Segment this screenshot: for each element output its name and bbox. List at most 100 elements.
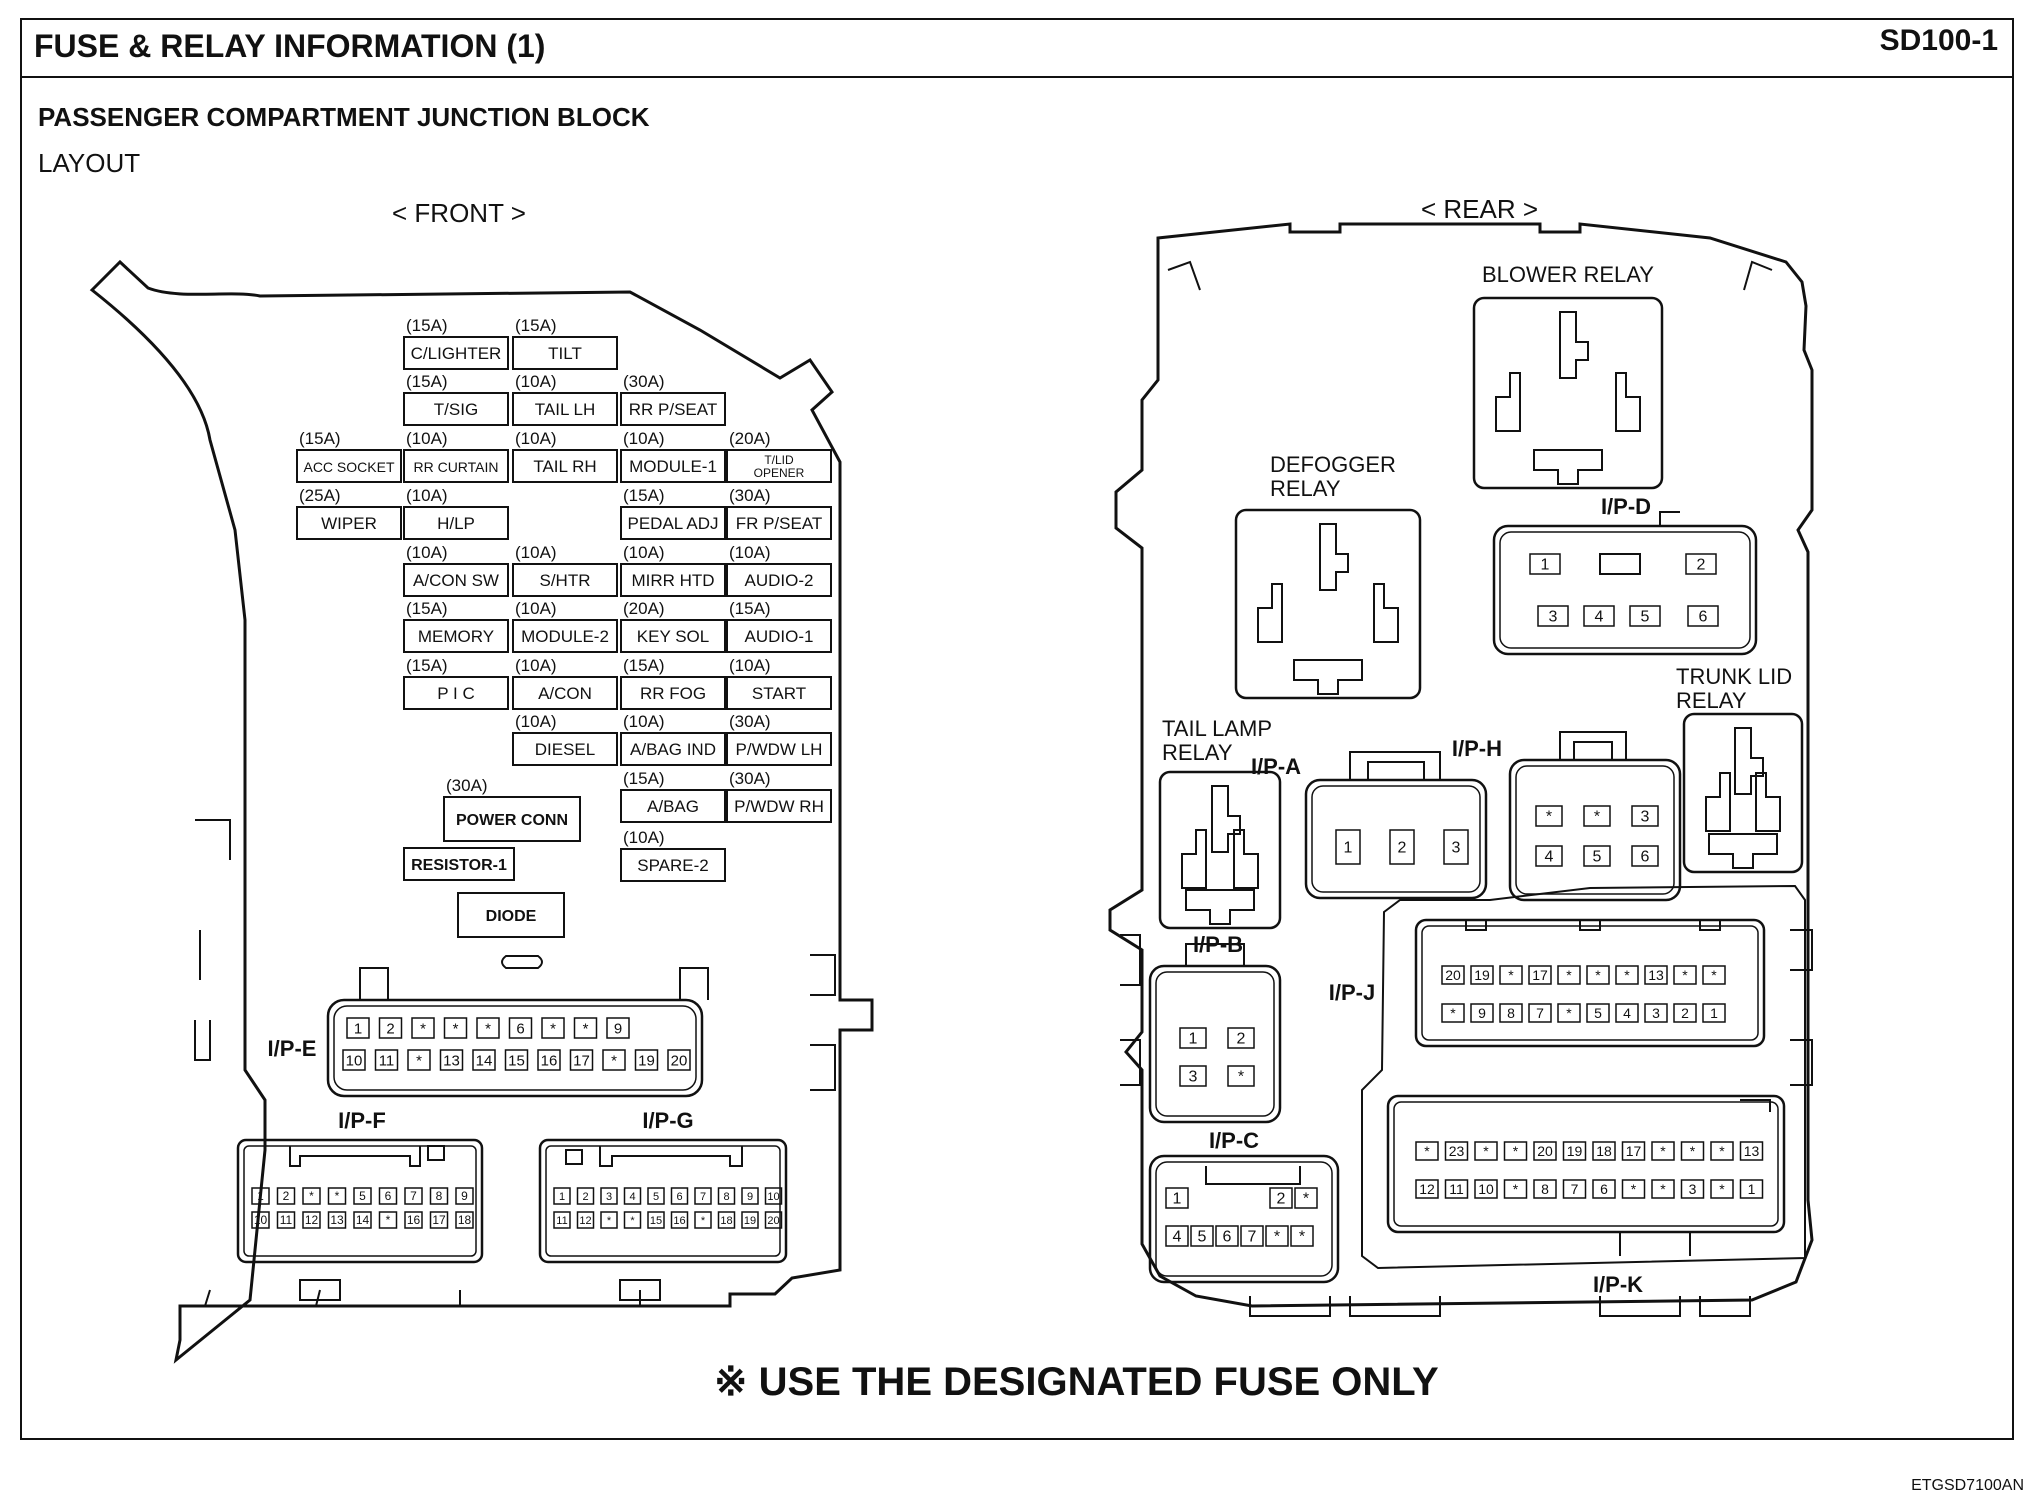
relay-label: RELAY — [1270, 476, 1341, 501]
connector-pin — [404, 1187, 423, 1205]
pin-number: 7 — [700, 1191, 706, 1203]
pin-number: * — [1566, 1005, 1572, 1021]
pin-number: * — [1424, 1143, 1430, 1159]
connector-pin — [353, 1187, 372, 1205]
fuse-box — [726, 789, 832, 823]
connector-pin — [1629, 605, 1661, 627]
pin-number: * — [1513, 1143, 1519, 1159]
connector-inner — [1393, 1101, 1779, 1227]
fuse-box — [512, 563, 618, 597]
pin-number: 1 — [1189, 1031, 1198, 1048]
pin-number: 14 — [356, 1213, 370, 1227]
fuse-rating: (10A) — [515, 599, 557, 618]
pin-number: 1 — [1541, 557, 1550, 574]
pin-number: 4 — [1545, 849, 1554, 866]
pin-number: 7 — [1536, 1005, 1544, 1021]
fuse-slot: (10A)MODULE-1 — [620, 429, 726, 483]
connector-pin — [1621, 1141, 1646, 1161]
pin-number: 4 — [1623, 1005, 1631, 1021]
connector-pin — [623, 1187, 642, 1205]
fuse-rating: (15A) — [623, 656, 665, 675]
relay-terminal — [1233, 829, 1259, 889]
connector-pin — [327, 1187, 347, 1205]
relay-terminal — [1755, 772, 1781, 832]
relay-terminal — [1705, 772, 1731, 832]
connector-pin — [429, 1187, 449, 1205]
connector-pin — [1265, 1225, 1289, 1247]
pin-number: 10 — [1478, 1181, 1494, 1197]
connector-pin — [1644, 965, 1668, 985]
connector-pin — [1583, 845, 1611, 867]
connector-pin — [1290, 1225, 1314, 1247]
pin-number: 11 — [1449, 1181, 1464, 1197]
pin-number: * — [1682, 967, 1688, 983]
section-title: PASSENGER COMPARTMENT JUNCTION BLOCK — [38, 102, 650, 132]
fuse-slot: (15A)P I C — [403, 656, 509, 710]
pin-number: 6 — [385, 1189, 392, 1203]
pin-number: 12 — [579, 1215, 591, 1227]
connector-inner — [1155, 1161, 1333, 1277]
fuse-slot: (10A) MODULE-2 — [512, 599, 618, 653]
pin-number: * — [416, 1052, 422, 1069]
connector-pin — [1165, 1187, 1189, 1209]
connector-pin — [1179, 1027, 1207, 1049]
pin-number: 11 — [556, 1215, 567, 1227]
fuse-box — [403, 563, 509, 597]
connector-pin — [1680, 1179, 1705, 1199]
pin-number: * — [1719, 1143, 1725, 1159]
pin-number: 5 — [1594, 1005, 1602, 1021]
fuse-label: PEDAL ADJ — [627, 514, 718, 533]
pin-number: 10 — [254, 1213, 268, 1227]
connector-latch — [565, 1146, 743, 1167]
fuse-rating: (10A) — [623, 828, 665, 847]
fuse-slot: (30A)P/WDW RH — [726, 769, 832, 823]
rear-housing-outline — [1108, 222, 1814, 1308]
fuse-rating: (10A) — [623, 429, 665, 448]
fuse-slot: (10A)A/CON — [512, 656, 618, 710]
fuse-slot: (20A)KEY SOL — [620, 599, 726, 653]
connector-pin — [553, 1187, 571, 1205]
connector-label: I/P-C — [1209, 1128, 1259, 1153]
connector-label: I/P-H — [1452, 736, 1502, 761]
fuse-rating: (30A) — [729, 486, 771, 505]
pin-number: * — [607, 1215, 612, 1227]
connector-latch — [1599, 511, 1680, 575]
fuse-slot: (15A)PEDAL ADJ — [620, 486, 726, 540]
pin-number: 2 — [1697, 557, 1706, 574]
pin-number: 17 — [1532, 967, 1548, 983]
fuse-box — [443, 796, 581, 842]
pin-number: 6 — [676, 1191, 682, 1203]
fuse-label: MODULE-2 — [521, 627, 609, 646]
fuse-rating: (30A) — [729, 712, 771, 731]
fuse-slot: (10A)TAIL LH — [512, 372, 618, 426]
relay-housing — [1682, 712, 1804, 874]
pin-number: * — [1595, 967, 1601, 983]
relay-blower: BLOWER RELAY — [1472, 262, 1664, 490]
connector-pin — [1215, 1225, 1239, 1247]
rear-housing-tabs — [1120, 260, 1813, 1317]
fuse-label: A/CON SW — [413, 571, 499, 590]
pin-number: 2 — [386, 1020, 394, 1037]
fuse-rating: (15A) — [729, 599, 771, 618]
relay-terminal — [1734, 727, 1764, 795]
connector-pin — [1503, 1179, 1528, 1199]
connector-pin — [327, 1211, 347, 1229]
fuse-slot: (10A)AUDIO-2 — [726, 543, 832, 597]
fuse-rating: (20A) — [729, 429, 771, 448]
pin-number: 10 — [767, 1191, 779, 1203]
connector-pin — [455, 1211, 474, 1229]
relay-terminal — [1211, 785, 1241, 853]
relay-label: DEFOGGER — [1270, 452, 1396, 477]
fuse-label: RESISTOR-1 — [411, 857, 507, 874]
relay-housing — [1234, 508, 1422, 700]
pin-number: 17 — [432, 1213, 446, 1227]
connector-latch — [289, 1145, 445, 1167]
pin-number: * — [701, 1215, 706, 1227]
figure-code: ETGSD7100AN — [1911, 1477, 2024, 1494]
connector-pin — [374, 1049, 399, 1071]
connector-pin — [1389, 829, 1415, 865]
